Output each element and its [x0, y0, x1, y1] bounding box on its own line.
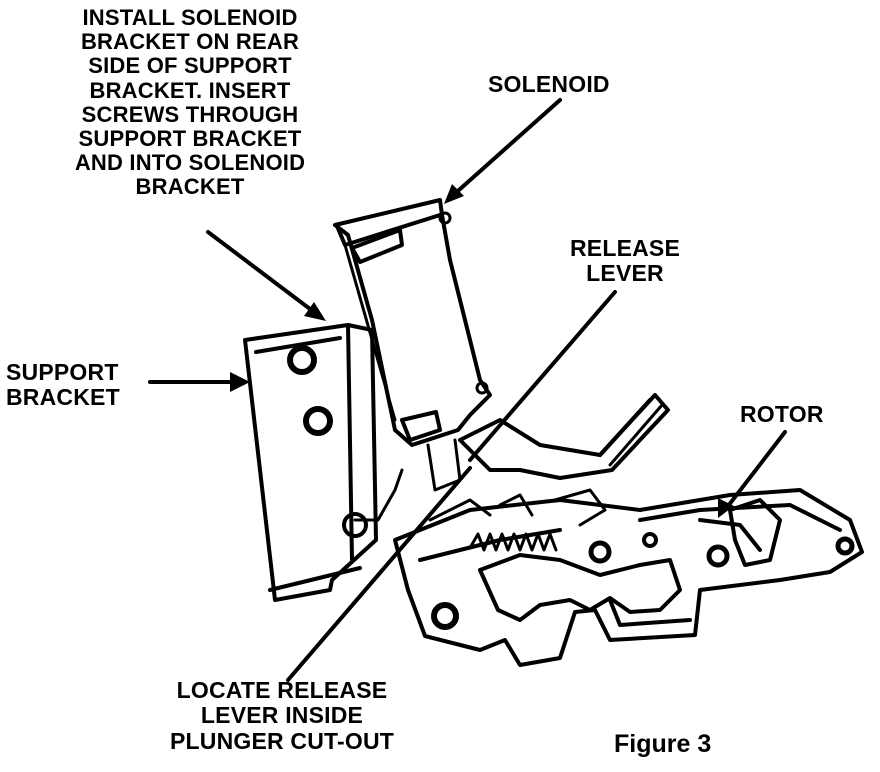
label-release-lever: RELEASE LEVER — [560, 235, 690, 287]
callout-locate-release-lever: LOCATE RELEASE LEVER INSIDE PLUNGER CUT-… — [152, 677, 412, 754]
callout-line: SUPPORT BRACKET — [78, 125, 302, 151]
leader-locate — [286, 466, 472, 682]
callout-line: SUPPORT — [6, 359, 119, 385]
callout-line: PLUNGER CUT-OUT — [169, 727, 395, 754]
label-rotor: ROTOR — [740, 401, 824, 427]
leader-install — [206, 230, 320, 317]
callout-line: BRACKET — [6, 384, 120, 411]
callout-line: AND INTO SOLENOID — [74, 150, 306, 176]
callout-line: BRACKET. INSERT — [89, 77, 291, 103]
callout-line: BRACKET ON REAR — [80, 29, 300, 55]
arrowheads — [230, 184, 734, 518]
callout-line: SIDE OF SUPPORT — [88, 53, 292, 79]
leader-lines — [148, 98, 787, 682]
callout-line: LOCATE RELEASE — [176, 677, 388, 703]
label-solenoid: SOLENOID — [488, 71, 610, 97]
solenoid — [333, 198, 492, 492]
figure-caption: Figure 3 — [614, 730, 712, 758]
callout-line: INSTALL SOLENOID — [82, 5, 298, 30]
callout-line: BRACKET — [135, 174, 245, 200]
leader-release — [468, 290, 617, 462]
callout-line: LEVER INSIDE — [200, 702, 364, 729]
release-lever — [458, 393, 670, 480]
callout-install-solenoid-bracket: INSTALL SOLENOID BRACKET ON REAR SIDE OF… — [40, 5, 340, 200]
leader-rotor — [723, 430, 787, 512]
label-support-bracket: SUPPORT BRACKET — [6, 359, 120, 411]
rotor — [478, 498, 782, 627]
callout-line: SCREWS THROUGH — [81, 101, 299, 127]
leader-solenoid — [448, 98, 562, 200]
callout-line: RELEASE — [569, 235, 681, 261]
spring — [468, 532, 558, 552]
callout-line: LEVER — [586, 260, 664, 287]
support-bracket — [243, 323, 404, 602]
